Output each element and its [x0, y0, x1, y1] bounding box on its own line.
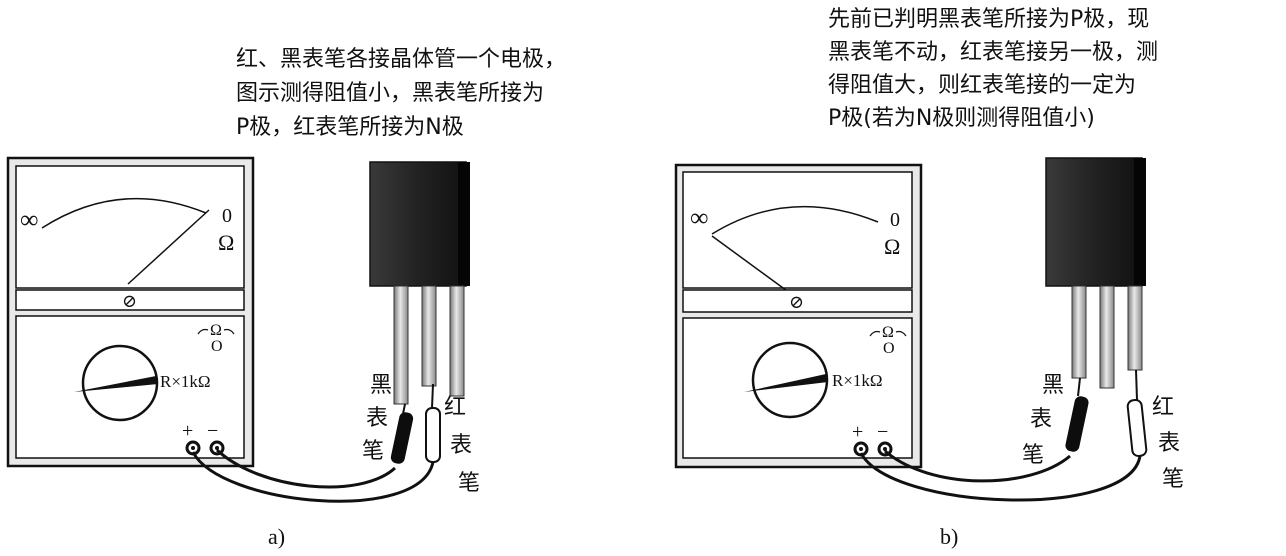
red-probe-label-a-3: 笔: [458, 471, 480, 496]
caption-a-line-2: 图示测得阻值小，黑表笔所接为: [236, 81, 544, 106]
black-probe-a: [215, 403, 414, 489]
black-probe-label-b-2: 表: [1030, 407, 1052, 432]
range-selector-pointer-b: [744, 374, 828, 392]
transistor-lead-middle-b: [1099, 285, 1115, 389]
black-probe-label-a-3: 笔: [362, 439, 384, 464]
panel-b: 先前已判明黑表笔所接为P极，现 黑表笔不动，红表笔接另一极，测 得阻值大，则红表…: [674, 7, 1184, 549]
ohm-adjust-label-a: Ω: [210, 322, 222, 339]
panel-label-b: b): [940, 524, 958, 549]
caption-b-line-3: 得阻值大，则红表笔接的一定为: [828, 73, 1136, 98]
red-probe-label-b-3: 笔: [1162, 467, 1184, 492]
red-probe-label-b-1: 红: [1152, 395, 1174, 420]
meter-dial-a: [15, 165, 245, 289]
ohm-adjust-knob-a[interactable]: O: [211, 338, 223, 355]
red-probe-label-a-1: 红: [444, 395, 466, 420]
meter-scale-arc-a: [41, 197, 207, 229]
zero-adjust-strip-b: [682, 289, 913, 313]
black-probe-b: [884, 377, 1089, 483]
black-probe-label-a-2: 表: [366, 406, 388, 431]
zero-mark-a: 0: [222, 205, 232, 227]
range-label-a: R×1kΩ: [160, 372, 211, 391]
red-probe-label-a-2: 表: [450, 433, 472, 458]
infinity-mark-b: ∞: [690, 203, 709, 232]
caption-a-line-1: 红、黑表笔各接晶体管一个电极，: [236, 47, 566, 72]
minus-label-b: −: [877, 421, 888, 443]
meter-needle-b: [711, 235, 795, 297]
red-probe-b: [859, 369, 1148, 502]
meter-needle-a: [127, 209, 210, 285]
zero-adjust-screw-a[interactable]: ⊘: [122, 291, 137, 311]
red-probe-label-b-2: 表: [1158, 431, 1180, 456]
ohm-unit-b: Ω: [884, 234, 900, 259]
transistor-a: [369, 161, 470, 405]
red-probe-wire-b: [859, 452, 1142, 502]
black-probe-wire-b: [884, 449, 1071, 483]
caption-b-line-4: P极(若为N极则测得阻值小): [828, 106, 1095, 131]
caption-a-line-3: P极，红表笔所接为N极: [236, 115, 464, 140]
black-probe-label-a-1: 黑: [370, 373, 392, 398]
infinity-mark-a: ∞: [20, 205, 39, 234]
range-selector-pointer-a: [74, 376, 158, 392]
transistor-body-a: [369, 161, 467, 287]
multimeter-b: ∞ 0 Ω ⊘ Ω O R×1kΩ + −: [674, 163, 923, 469]
panel-a: 红、黑表笔各接晶体管一个电极， 图示测得阻值小，黑表笔所接为 P极，红表笔所接为…: [6, 47, 566, 549]
meter-dial-b: [682, 171, 913, 289]
transistor-lead-right-a: [449, 285, 465, 397]
transistor-lead-left-a: [393, 285, 409, 405]
transistor-lead-left-b: [1071, 285, 1087, 379]
multimeter-a: ∞ 0 Ω ⊘ Ω O R×1kΩ + −: [6, 156, 255, 468]
meter-scale-arc-b: [711, 205, 879, 235]
black-probe-label-b-1: 黑: [1042, 373, 1064, 398]
transistor-body-b: [1045, 157, 1143, 287]
zero-mark-b: 0: [890, 209, 900, 231]
black-probe-label-b-3: 笔: [1022, 443, 1044, 468]
plus-label-a: +: [182, 420, 193, 442]
caption-b-line-2: 黑表笔不动，红表笔接另一极，测: [828, 40, 1158, 65]
zero-adjust-screw-b[interactable]: ⊘: [789, 292, 804, 312]
minus-label-a: −: [207, 420, 218, 442]
panel-label-a: a): [268, 524, 285, 549]
transistor-lead-right-b: [1127, 285, 1143, 371]
red-probe-wire-a: [191, 451, 435, 503]
ohm-adjust-label-b: Ω: [882, 324, 894, 341]
transistor-b: [1045, 157, 1146, 389]
caption-b-line-1: 先前已判明黑表笔所接为P极，现: [828, 7, 1149, 32]
plus-label-b: +: [852, 421, 863, 443]
range-label-b: R×1kΩ: [832, 371, 883, 390]
zero-adjust-strip-a: [15, 289, 245, 311]
red-probe-a: [191, 383, 441, 503]
transistor-lead-middle-a: [421, 285, 437, 387]
ohm-unit-a: Ω: [218, 230, 234, 255]
ohm-adjust-knob-b[interactable]: O: [883, 340, 895, 357]
black-probe-wire-a: [215, 448, 397, 489]
